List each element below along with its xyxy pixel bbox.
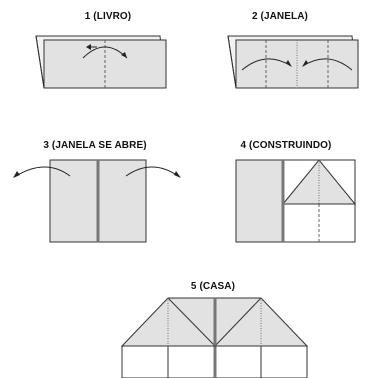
- step-2-label: 2 (JANELA): [252, 11, 308, 22]
- step-4-building: 4 (CONSTRUINDO): [235, 140, 357, 243]
- step-1-paper: [35, 35, 167, 89]
- step-1-book: 1 (LIVRO): [35, 11, 167, 89]
- step-5-label: 5 (CASA): [191, 281, 235, 292]
- step-5-house-shape: [120, 297, 309, 378]
- step-1-fold-arrow: [82, 44, 128, 59]
- step-2-window: 2 (JANELA): [227, 11, 359, 89]
- step-5-house: 5 (CASA): [120, 281, 309, 378]
- step-1-label: 1 (LIVRO): [85, 11, 131, 22]
- step-3-open-arrows: [13, 166, 181, 178]
- step-2-fold-arrows: [241, 58, 353, 71]
- step-4-paper: [235, 159, 357, 243]
- step-3-window-opens: 3 (JANELA SE ABRE): [13, 140, 181, 243]
- step-2-paper: [227, 35, 359, 89]
- step-3-label: 3 (JANELA SE ABRE): [43, 140, 146, 151]
- step-4-label: 4 (CONSTRUINDO): [241, 140, 332, 151]
